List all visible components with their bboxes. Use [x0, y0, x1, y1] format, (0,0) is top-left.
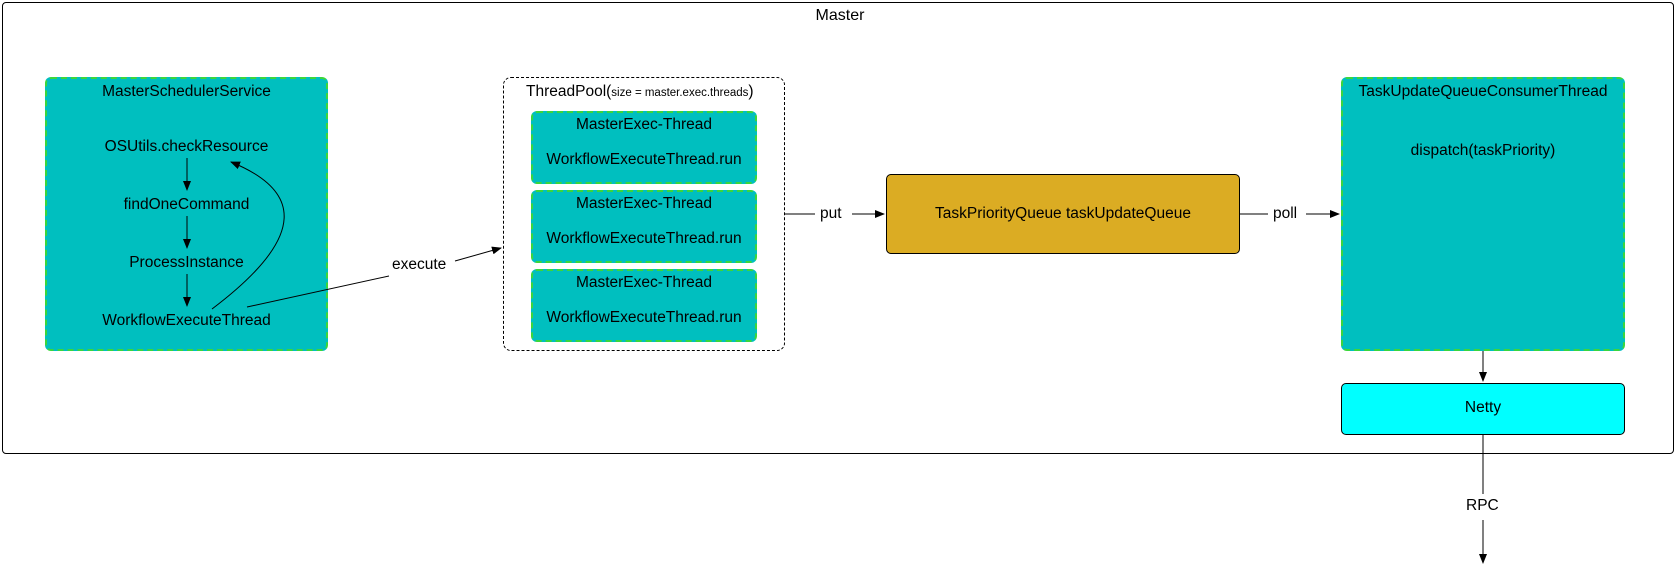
master-frame	[2, 2, 1674, 454]
rpc-edge-label: RPC	[1466, 497, 1499, 514]
step-find-one-command: findOneCommand	[123, 196, 250, 213]
step-check-resource: OSUtils.checkResource	[104, 138, 269, 155]
master-exec-thread-name: MasterExec-Thread	[575, 116, 713, 133]
master-exec-thread-task: WorkflowExecuteThread.run	[546, 309, 742, 326]
master-title: Master	[815, 7, 865, 24]
master-scheduler-service-title: MasterSchedulerService	[102, 83, 271, 100]
task-priority-queue-box[interactable]	[886, 174, 1240, 254]
task-priority-queue-label: TaskPriorityQueue taskUpdateQueue	[935, 205, 1191, 222]
poll-edge-label: poll	[1273, 205, 1298, 222]
netty-label: Netty	[1464, 399, 1502, 416]
thread-pool-title-param: size = master.exec.threads	[611, 87, 749, 99]
master-exec-thread-task: WorkflowExecuteThread.run	[546, 230, 742, 247]
put-edge-label: put	[820, 205, 842, 222]
master-exec-thread-name: MasterExec-Thread	[575, 274, 713, 291]
thread-pool-title: ThreadPool(size = master.exec.threads)	[526, 83, 754, 102]
consumer-thread-title: TaskUpdateQueueConsumerThread	[1358, 83, 1608, 100]
master-exec-thread-box[interactable]	[531, 269, 757, 342]
master-exec-thread-task: WorkflowExecuteThread.run	[546, 151, 742, 168]
step-process-instance: ProcessInstance	[129, 254, 244, 271]
execute-edge-label: execute	[389, 256, 450, 274]
master-exec-thread-box[interactable]	[531, 111, 757, 184]
master-exec-thread-name: MasterExec-Thread	[575, 195, 713, 212]
master-scheduler-service-box[interactable]	[45, 77, 328, 351]
thread-pool-title-main: ThreadPool(	[526, 83, 612, 100]
task-update-queue-consumer-thread-box[interactable]	[1341, 77, 1625, 351]
netty-box[interactable]	[1341, 383, 1625, 435]
thread-pool-title-close: )	[748, 83, 754, 100]
step-workflow-execute-thread: WorkflowExecuteThread	[102, 312, 271, 329]
thread-pool-box[interactable]	[503, 77, 785, 351]
master-exec-thread-box[interactable]	[531, 190, 757, 263]
dispatch-action-label: dispatch(taskPriority)	[1410, 142, 1556, 159]
